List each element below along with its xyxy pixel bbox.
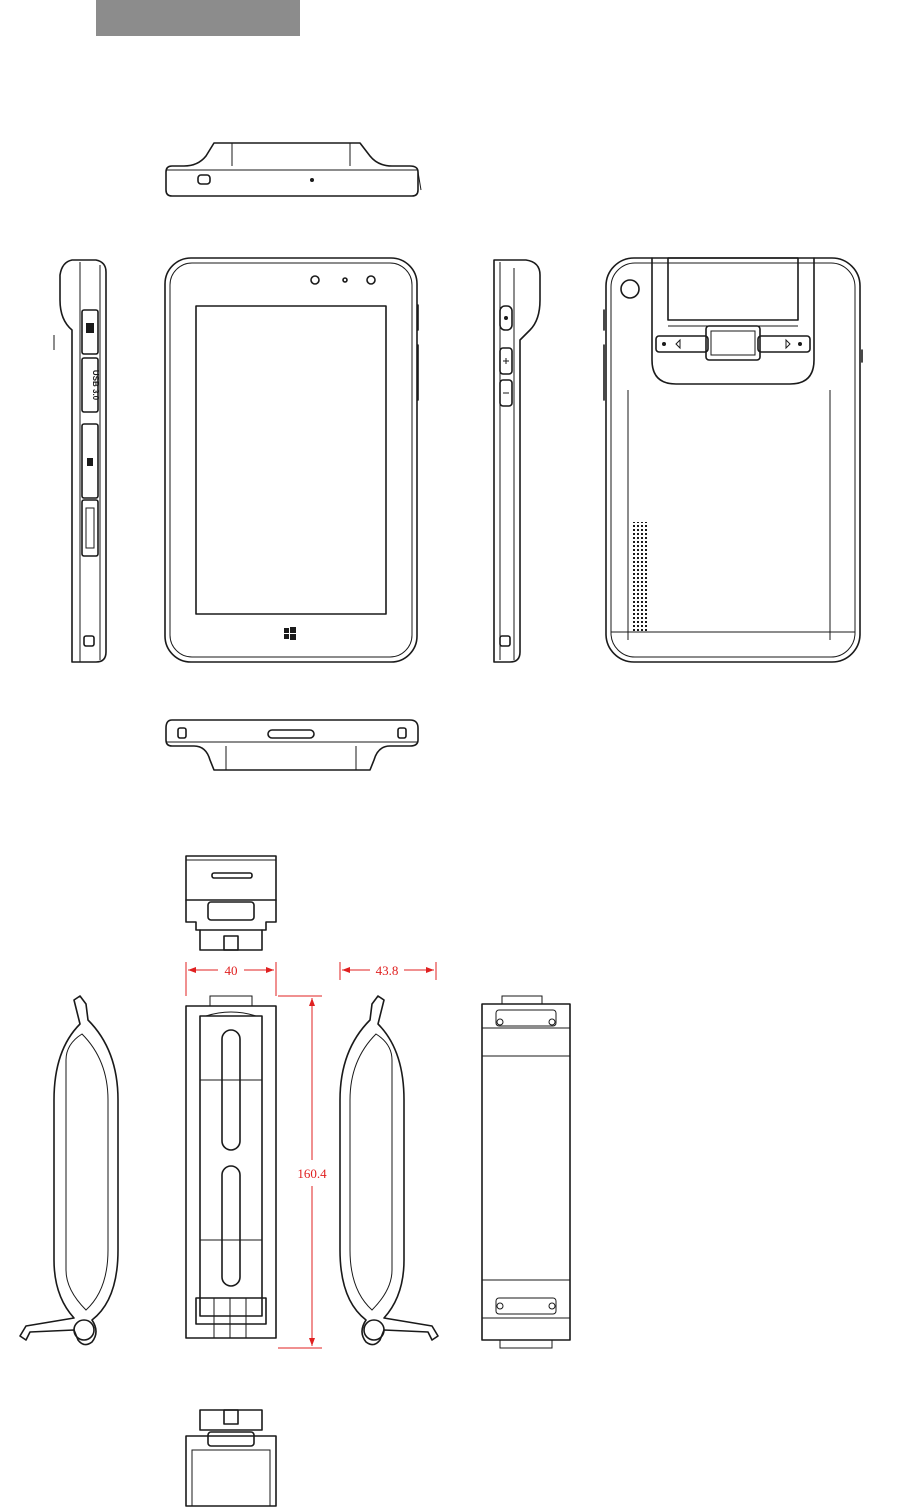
tablet-bottom-view: [166, 720, 418, 770]
dimension-height-label: 160.4: [297, 1166, 327, 1181]
dimension-depth-label: 43.8: [376, 963, 399, 978]
light-sensor-icon: [367, 276, 375, 284]
windows-logo-icon: [284, 627, 296, 640]
speaker-grille: [632, 522, 648, 632]
handstrap-bottom-view: [186, 1410, 276, 1506]
dimension-width-label: 40: [225, 963, 238, 978]
tablet-left-side-view: USB 3.0: [54, 260, 106, 662]
dimension-height: 160.4: [278, 996, 327, 1348]
handstrap-front-view: [186, 996, 276, 1338]
dimension-width: 40: [186, 962, 276, 996]
dimension-depth: 43.8: [340, 962, 436, 980]
rear-camera-icon: [621, 280, 639, 298]
microphone-icon: [310, 178, 314, 182]
tablet-top-view: [166, 143, 421, 196]
tablet-front-view: [165, 258, 418, 662]
handstrap-right-profile: [340, 996, 438, 1345]
camera-icon: [311, 276, 319, 284]
scan-right-button: [758, 336, 810, 352]
handstrap-left-profile: [20, 996, 118, 1345]
handstrap-back-view: [482, 996, 570, 1348]
screen: [196, 306, 386, 614]
usb-label: USB 3.0: [91, 370, 100, 401]
bottom-connector: [268, 730, 314, 738]
handstrap-top-view: [186, 856, 276, 950]
tablet-back-view: [604, 258, 862, 662]
tablet-right-side-view: [494, 260, 540, 662]
